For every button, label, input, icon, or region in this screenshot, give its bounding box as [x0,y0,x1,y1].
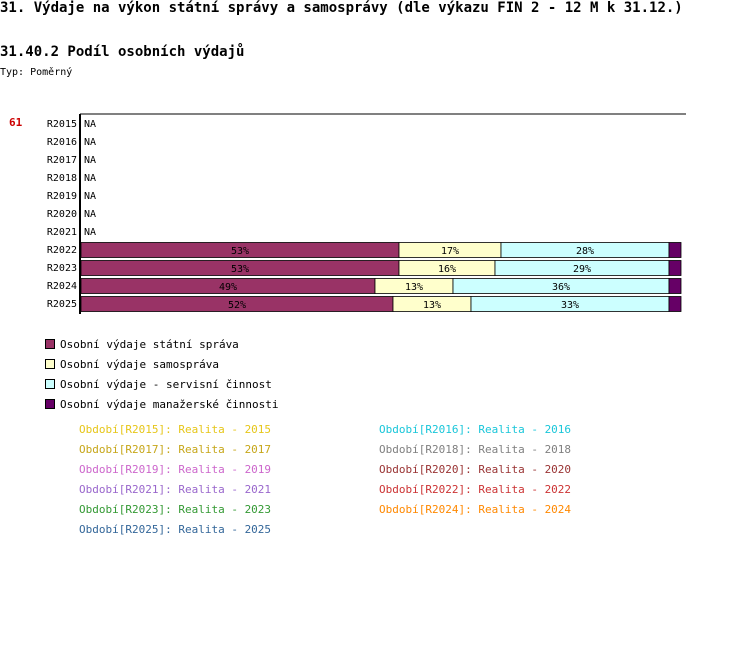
chart-code: 61 [9,116,23,129]
category-label: R2023 [47,263,77,274]
period-label: Období[R2024]: Realita - 2024 [379,503,572,516]
data-label: 36% [552,282,570,293]
bar-segment [668,242,682,258]
data-label: 13% [423,300,441,311]
legend-swatch [45,339,55,349]
na-label: NA [84,227,96,238]
legend-label: Osobní výdaje manažerské činnosti [60,398,279,411]
legend-swatch [45,379,55,389]
data-label: 49% [219,282,237,293]
period-label: Období[R2019]: Realita - 2019 [79,463,272,476]
category-label: R2024 [47,281,77,292]
na-label: NA [84,191,96,202]
data-label: 53% [231,264,249,275]
chart-type-line: Typ: Poměrný [0,67,72,78]
legend-item: Osobní výdaje manažerské činnosti [45,398,279,418]
na-label: NA [84,137,96,148]
data-label: 29% [573,264,591,275]
category-label: R2018 [47,173,77,184]
bar-segment [668,260,682,276]
na-label: NA [84,173,96,184]
type-value: Poměrný [30,67,73,78]
type-label: Typ: [0,67,25,78]
category-label: R2020 [47,209,77,220]
data-label: 16% [438,264,456,275]
na-label: NA [84,155,96,166]
category-label: R2017 [47,155,77,166]
category-label: R2019 [47,191,77,202]
data-label: 52% [228,300,246,311]
data-label: 33% [561,300,579,311]
period-label: Období[R2025]: Realita - 2025 [79,523,272,536]
period-label: Období[R2020]: Realita - 2020 [379,463,572,476]
period-label: Období[R2016]: Realita - 2016 [379,423,572,436]
legend-label: Osobní výdaje samospráva [60,358,219,371]
period-label: Období[R2022]: Realita - 2022 [379,483,572,496]
period-label: Období[R2021]: Realita - 2021 [79,483,272,496]
page-title: 31. Výdaje na výkon státní správy a samo… [0,0,683,16]
legend-swatch [45,399,55,409]
bar-segment [668,278,682,294]
chart-subtitle: 31.40.2 Podíl osobních výdajů [0,44,245,60]
legend-item: Osobní výdaje - servisní činnost [45,378,279,398]
legend-label: Osobní výdaje - servisní činnost [60,378,272,391]
data-label: 28% [576,246,594,257]
data-label: 53% [231,246,249,257]
period-label: Období[R2023]: Realita - 2023 [79,503,272,516]
period-label: Období[R2018]: Realita - 2018 [379,443,572,456]
bar-segment [668,296,682,312]
legend-item: Osobní výdaje státní správa [45,338,279,358]
category-label: R2025 [47,299,77,310]
data-label: 13% [405,282,423,293]
category-label: R2021 [47,227,77,238]
legend-label: Osobní výdaje státní správa [60,338,239,351]
category-label: R2022 [47,245,77,256]
period-label: Období[R2017]: Realita - 2017 [79,443,272,456]
category-label: R2016 [47,137,77,148]
na-label: NA [84,119,96,130]
na-label: NA [84,209,96,220]
legend-swatch [45,359,55,369]
category-label: R2015 [47,119,77,130]
data-label: 17% [441,246,459,257]
period-label: Období[R2015]: Realita - 2015 [79,423,272,436]
legend-item: Osobní výdaje samospráva [45,358,279,378]
